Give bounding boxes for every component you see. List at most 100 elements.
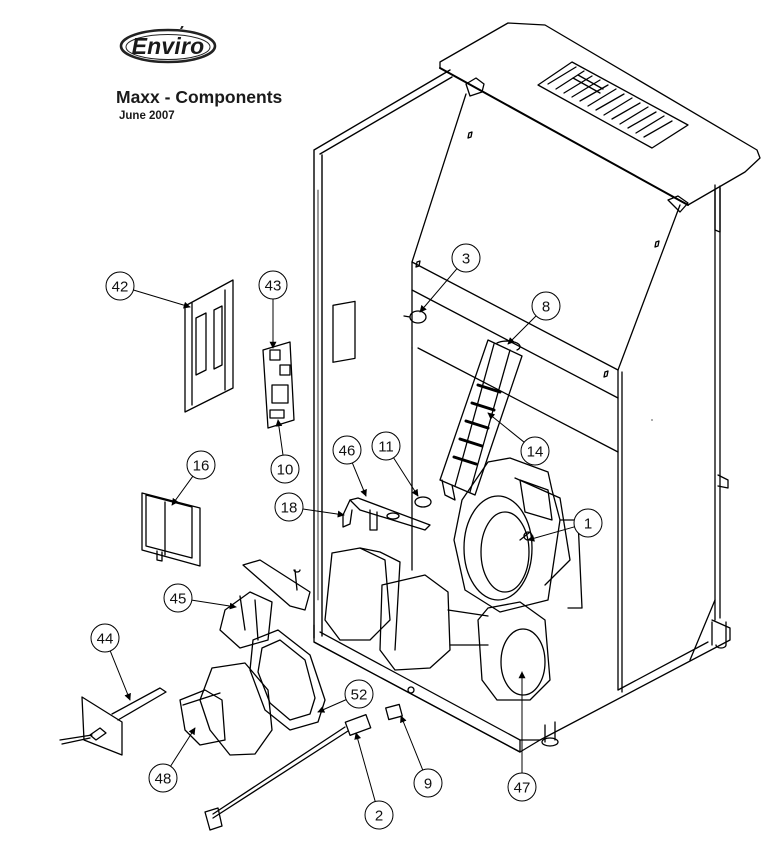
callout-circle [163, 583, 193, 613]
back-panel [411, 93, 681, 371]
callout-number: 8 [542, 299, 550, 316]
vent-grille [537, 61, 689, 149]
callout-leader-arrow [132, 289, 191, 309]
right-side-panel [617, 369, 623, 693]
callout-number: 47 [514, 780, 531, 797]
part-2-power-cord [204, 714, 372, 831]
callout-circle [332, 435, 362, 465]
callout-circle [520, 436, 550, 466]
callout-number: 42 [112, 279, 129, 296]
part-9-connector [385, 703, 403, 721]
callout-42: 42 [105, 271, 191, 309]
callout-circle [531, 291, 561, 321]
callout-circle [186, 450, 216, 480]
callout-circle [258, 270, 288, 300]
callout-circle [364, 800, 394, 830]
callout-circle [274, 492, 304, 522]
callout-number: 52 [351, 687, 368, 704]
part-11-sensor [414, 496, 432, 508]
callout-number: 46 [339, 443, 356, 460]
burn-pot-housing [453, 457, 583, 613]
top-lid [439, 22, 761, 206]
part-3-thermodisc [403, 310, 427, 324]
callout-leader-arrow [351, 462, 367, 497]
callout-circle [148, 763, 178, 793]
callout-14: 14 [487, 412, 550, 466]
callout-number: 11 [378, 439, 394, 456]
auger-assembly [439, 339, 523, 501]
callout-circle [413, 768, 443, 798]
callout-1: 1 [527, 508, 603, 542]
callout-circle [507, 772, 537, 802]
callout-layer: 1 2 3 8 9 10 11 14 16 18 42 43 44 45 46 47 48 52 [90, 243, 603, 830]
part-52-gasket [249, 629, 326, 731]
callout-leader-arrow [487, 412, 525, 443]
stove-body [313, 22, 761, 753]
part-46-plate [342, 497, 431, 531]
callout-48: 48 [148, 727, 196, 793]
part-48-exhaust-blower [179, 662, 273, 756]
callout-number: 2 [375, 808, 383, 825]
callout-45: 45 [163, 583, 237, 613]
brand-name: Enviro [131, 33, 205, 59]
callout-number: 1 [584, 516, 592, 533]
callout-number: 43 [265, 278, 282, 295]
page-title: Maxx - Components [116, 87, 283, 107]
callout-10: 10 [270, 419, 300, 484]
callout-leader-arrow [317, 699, 347, 713]
callout-leader-arrow [302, 508, 345, 518]
callout-leader-arrow [393, 457, 419, 497]
callout-leader-arrow [275, 419, 284, 456]
callout-number: 16 [193, 458, 210, 475]
enviro-logo: Enviro [118, 26, 218, 66]
callout-number: 48 [155, 771, 172, 788]
callout-leader-arrow [354, 732, 376, 803]
callout-2: 2 [354, 732, 394, 830]
callout-circle [105, 271, 135, 301]
callout-leader-arrow [400, 715, 424, 771]
part-44-igniter [59, 687, 167, 756]
callout-leader-arrow [419, 268, 458, 313]
callout-number: 45 [170, 591, 187, 608]
callout-number: 3 [462, 251, 470, 268]
callout-9: 9 [400, 715, 443, 798]
callout-leader-arrow [527, 526, 576, 542]
callout-47: 47 [507, 671, 537, 802]
callout-43: 43 [258, 270, 288, 349]
callout-11: 11 [371, 431, 419, 497]
left-side-panel [313, 69, 453, 639]
callout-circle [90, 623, 120, 653]
callout-number: 9 [424, 776, 432, 793]
callout-number: 18 [281, 500, 298, 517]
callout-number: 44 [97, 631, 114, 648]
callout-leader-arrow [171, 475, 194, 506]
callout-8: 8 [507, 291, 561, 345]
callout-44: 44 [90, 623, 131, 701]
callout-3: 3 [419, 243, 481, 313]
callout-circle [451, 243, 481, 273]
callout-leader-arrow [109, 650, 131, 701]
document-date: June 2007 [119, 110, 175, 122]
side-panel-label-plate [332, 300, 356, 363]
blower-tube-assembly [324, 547, 551, 701]
callout-52: 52 [317, 679, 374, 713]
callout-circle [573, 508, 603, 538]
callout-leader-arrow [507, 315, 537, 345]
callout-circle [344, 679, 374, 709]
part-43-control-board [262, 341, 295, 429]
callout-number: 14 [527, 444, 544, 461]
callout-number: 10 [277, 462, 294, 479]
callout-16: 16 [171, 450, 216, 506]
logo-swoosh-icon [119, 26, 217, 64]
part-45-auger-motor [219, 559, 311, 649]
callout-circle [270, 454, 300, 484]
callout-18: 18 [274, 492, 345, 522]
callout-leader-arrow [191, 599, 237, 610]
callout-46: 46 [332, 435, 367, 497]
callout-leader-arrow [170, 727, 196, 767]
top-lid-edge [439, 67, 689, 206]
part-42-bracket [184, 279, 234, 413]
callout-circle [371, 431, 401, 461]
part-16-switch [141, 492, 201, 567]
